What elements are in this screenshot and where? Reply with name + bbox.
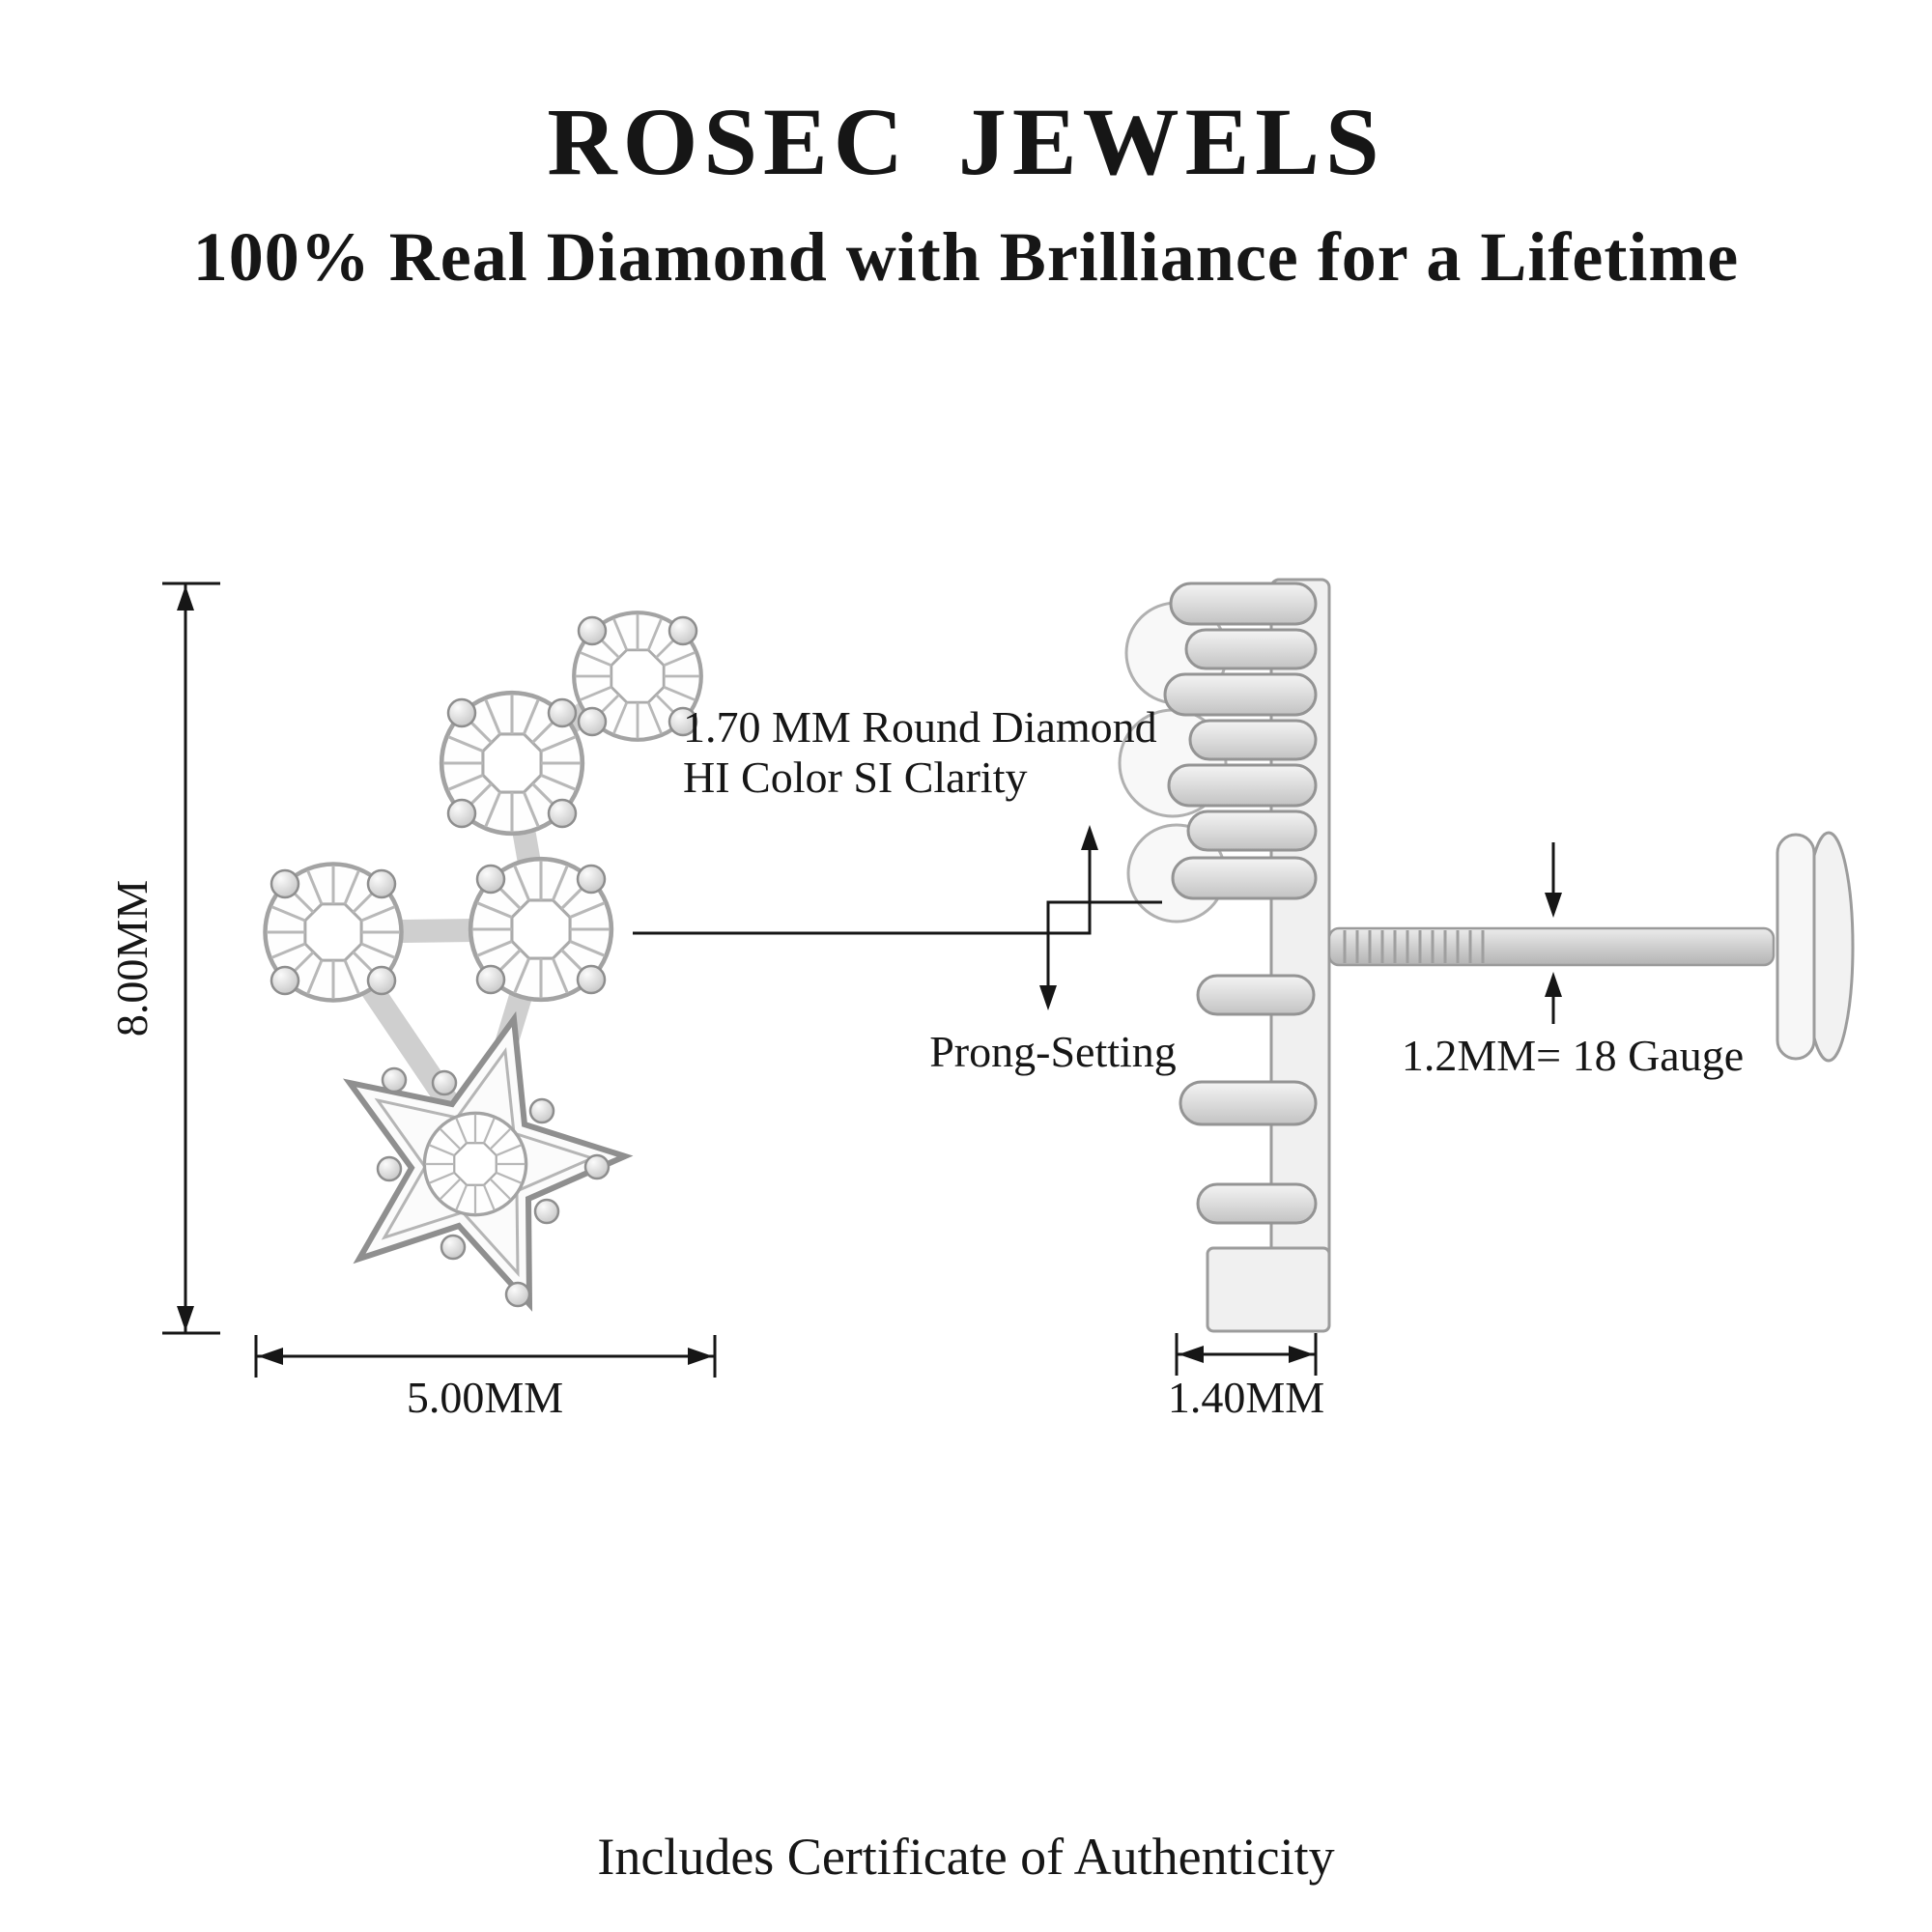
cluster-diamonds [266, 612, 701, 1000]
certificate-note: Includes Certificate of Authenticity [597, 1828, 1334, 1886]
front-view-earring [266, 612, 701, 1312]
height-dimension-label: 8.00MM [107, 880, 156, 1037]
width-dimension [254, 1335, 717, 1378]
brand-title: ROSEC JEWELS [547, 88, 1384, 195]
diamond-annotation-line1: 1.70 MM Round Diamond [683, 702, 1157, 752]
gauge-callout [1545, 842, 1562, 1024]
diamond-annotation-line2: HI Color SI Clarity [683, 753, 1027, 802]
star-charm [343, 1010, 634, 1312]
depth-dimension-label: 1.40MM [1168, 1373, 1324, 1422]
height-dimension [162, 582, 220, 1335]
diamond-callout [633, 825, 1098, 935]
prong-callout [1039, 900, 1162, 1010]
depth-dimension [1175, 1333, 1318, 1376]
side-prongs [1163, 582, 1318, 1225]
flat-back-disc [1776, 831, 1855, 1063]
post-threads [1343, 930, 1485, 963]
tagline-text: 100% Real Diamond with Brilliance for a … [193, 218, 1740, 296]
side-bottom-plate [1206, 1246, 1331, 1333]
screw-post [1327, 926, 1776, 967]
side-view-earring [1118, 578, 1855, 1333]
gauge-label: 1.2MM= 18 Gauge [1402, 1031, 1744, 1080]
prong-setting-label: Prong-Setting [929, 1027, 1177, 1076]
star-beads [376, 1066, 611, 1308]
width-dimension-label: 5.00MM [407, 1373, 563, 1422]
